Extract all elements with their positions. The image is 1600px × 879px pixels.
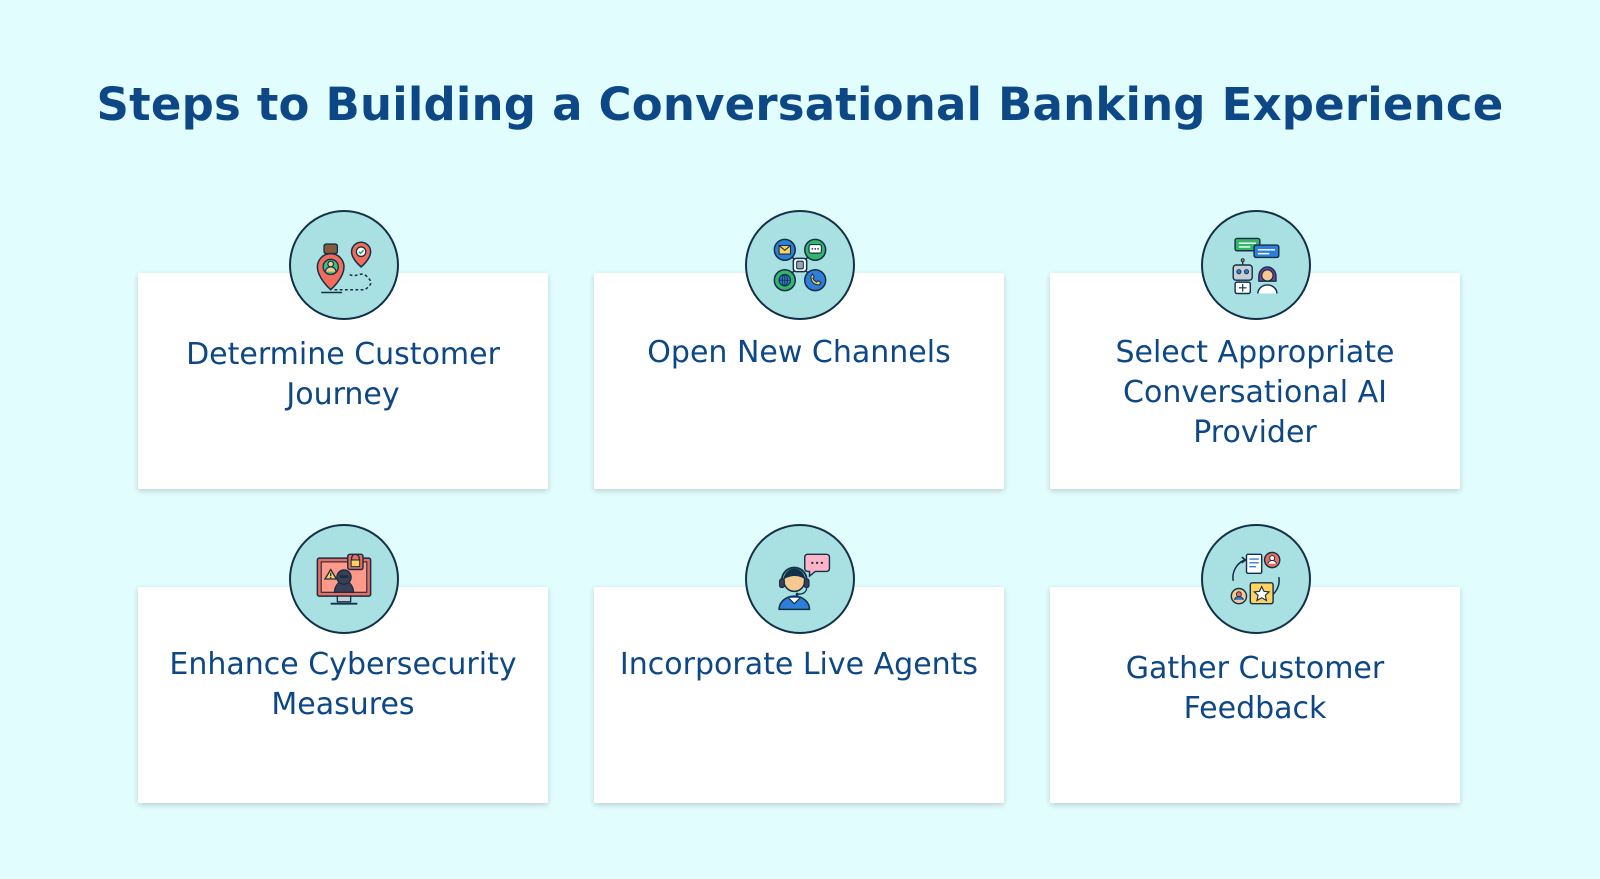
step-label: Determine Customer Journey xyxy=(186,337,500,412)
step-card-incorporate-live-agents: Incorporate Live Agents xyxy=(594,587,1004,803)
step-label: Open New Channels xyxy=(647,335,951,370)
step-label: Gather Customer Feedback xyxy=(1125,651,1385,726)
step-label: Select Appropriate Conversational AI Pro… xyxy=(1115,335,1395,450)
step-card-gather-customer-feedback: Gather Customer Feedback xyxy=(1050,587,1460,803)
communication-channels-icon xyxy=(745,210,855,320)
cybersecurity-hacker-icon xyxy=(289,524,399,634)
customer-feedback-review-icon xyxy=(1201,524,1311,634)
step-label: Enhance Cybersecurity Measures xyxy=(169,647,517,722)
ai-chatbot-provider-icon xyxy=(1201,210,1311,320)
live-agent-headset-icon xyxy=(745,524,855,634)
step-label: Incorporate Live Agents xyxy=(619,647,979,682)
customer-journey-map-icon xyxy=(289,210,399,320)
page-title: Steps to Building a Conversational Banki… xyxy=(96,78,1504,131)
